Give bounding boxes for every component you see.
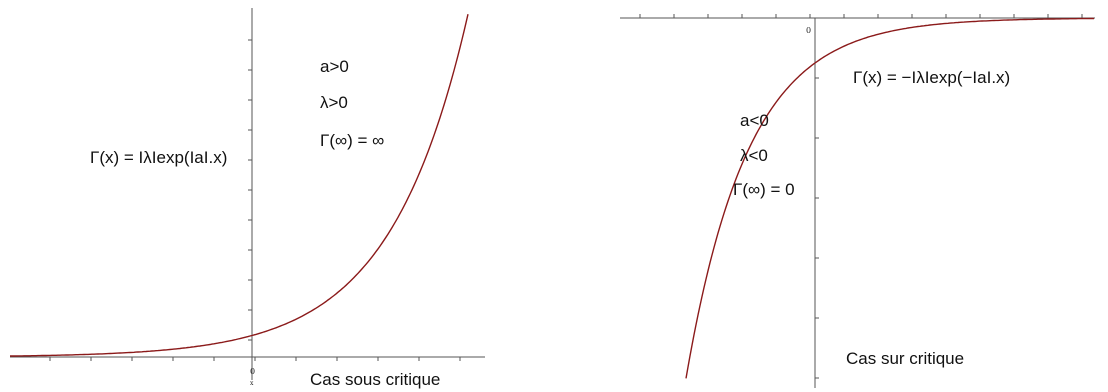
condition-a: a>0 [320,57,349,76]
gamma-curve [685,17,1094,379]
tick-marks [639,14,1083,379]
condition-lambda: λ>0 [320,93,348,112]
condition-lambda: λ<0 [740,146,768,165]
formula-label: Γ(x) = −IλIexp(−IaI.x) [853,68,1010,87]
supercritical-chart: Γ(x) = −IλIexp(−IaI.x) a<0 λ<0 Γ(∞) = 0 … [620,14,1095,388]
origin-tick-label: 0 [250,367,255,376]
condition-limit: Γ(∞) = ∞ [320,131,384,150]
subcritical-chart: Γ(x) = IλIexp(IaI.x) a>0 λ>0 Γ(∞) = ∞ Ca… [10,8,485,389]
gamma-curve [10,14,469,357]
condition-limit: Γ(∞) = 0 [733,180,795,199]
chart-caption: Cas sur critique [846,349,964,368]
condition-a: a<0 [740,111,769,130]
origin-sub-label: x [250,380,254,387]
chart-caption: Cas sous critique [310,370,440,389]
origin-tick-label: 0 [806,26,811,35]
formula-label: Γ(x) = IλIexp(IaI.x) [90,148,227,167]
tick-marks [49,39,461,361]
